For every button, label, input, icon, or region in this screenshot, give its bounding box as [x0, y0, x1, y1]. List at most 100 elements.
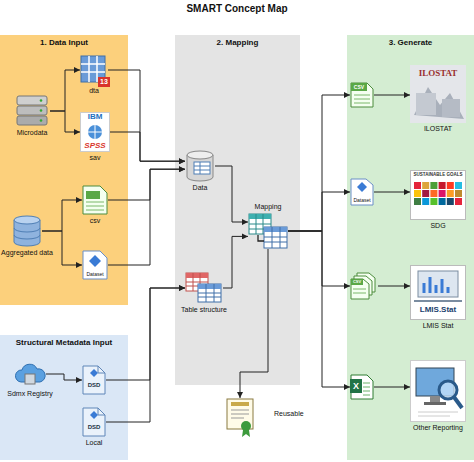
node-caption: Sdmx Registry — [0, 390, 80, 398]
node-caption: Reusable — [274, 410, 304, 418]
icon-shape — [351, 375, 373, 399]
icon-shape — [40, 109, 43, 112]
connector-arrow — [50, 70, 80, 111]
icon-shape — [83, 186, 107, 214]
icon-shape — [411, 266, 466, 320]
icon-shape — [439, 381, 457, 399]
group-band: 1. Data InputMicrodata13dtaIBMSPSSsavcsv… — [0, 35, 128, 305]
icon-shape — [351, 83, 367, 91]
icon-shape — [231, 402, 249, 406]
icon-shape — [83, 366, 105, 394]
icon-shape — [40, 99, 43, 102]
node-caption: dta — [46, 87, 142, 95]
icon-shape — [350, 379, 362, 393]
icon-shape — [90, 369, 98, 377]
icon-drawing — [410, 170, 466, 220]
connector-arrow — [108, 70, 185, 161]
file-icon: Dataset — [82, 250, 108, 280]
icon-shape — [411, 171, 466, 220]
icon-shape — [98, 408, 105, 415]
icon-shape — [90, 411, 98, 419]
icon-drawing — [82, 365, 106, 395]
icon-shape — [430, 396, 440, 402]
node-caption: sav — [46, 154, 144, 162]
icon-shape — [14, 216, 40, 224]
icon-shape — [439, 198, 446, 205]
certificate-icon: Reusable — [226, 398, 254, 438]
icon-shape — [88, 125, 102, 139]
icon-shape — [89, 255, 101, 267]
icon-label: DSD — [82, 424, 106, 431]
database-icon: Aggregated data — [12, 215, 42, 247]
icon-label: CSV — [351, 83, 367, 91]
icon-shape — [264, 227, 287, 232]
icon-shape — [422, 182, 429, 189]
node-caption: ILOSTAT — [376, 125, 474, 133]
icon-shape — [231, 410, 249, 418]
icon-drawing — [410, 360, 466, 422]
icon-shape — [14, 228, 40, 239]
connector-arrow — [374, 95, 410, 96]
icon-shape — [357, 182, 367, 192]
icon-shape — [83, 408, 105, 436]
connector-arrow — [42, 231, 82, 265]
group-band: 2. MappingDataMappingTable structure — [175, 35, 300, 385]
icon-shape — [40, 119, 43, 122]
icon-shape — [354, 95, 370, 103]
connector-arrow — [46, 374, 82, 380]
icon-shape — [25, 374, 35, 384]
node-caption: Mapping — [218, 203, 318, 211]
icon-shape — [455, 182, 462, 189]
logo-text: IBM — [80, 113, 110, 122]
connector-arrow — [374, 387, 410, 388]
report-image: Other Reporting — [410, 360, 466, 422]
icon-shape — [17, 116, 47, 125]
icon-shape — [81, 113, 110, 152]
file-icon: DSDLocal — [82, 407, 106, 437]
node-caption: Other Reporting — [376, 424, 474, 432]
icon-shape — [17, 96, 47, 105]
icon-shape — [439, 182, 446, 189]
connector-arrow — [50, 111, 80, 132]
icon-shape — [194, 162, 210, 174]
connector-arrow — [223, 236, 248, 288]
icon-shape — [442, 99, 460, 117]
group-band: Structural Metadata InputSdmx RegistryDS… — [0, 335, 128, 460]
logo-text: SPSS — [80, 142, 110, 151]
icon-drawing — [226, 398, 254, 438]
server-icon: Microdata — [14, 95, 50, 127]
portal-image: ILOSTATILOSTAT — [410, 65, 466, 123]
connector-arrow — [288, 231, 350, 286]
icon-label: Dataset — [345, 198, 379, 204]
icon-label: Dataset — [78, 272, 112, 278]
node-caption: Microdata — [0, 129, 84, 137]
icon-shape — [447, 190, 454, 197]
icon-shape — [17, 106, 47, 115]
icon-shape — [422, 190, 429, 197]
group-band: 3. GenerateCSVILOSTATILOSTATDatasetSUSTA… — [347, 35, 474, 460]
icon-shape — [264, 227, 287, 248]
node-caption: csv — [48, 217, 142, 225]
node-caption: LMIS Stat — [376, 322, 474, 330]
file-icon: Dataset — [350, 178, 374, 206]
connector-arrow — [108, 169, 185, 265]
band-title: 3. Generate — [347, 39, 474, 48]
icon-shape — [455, 198, 462, 205]
node-caption: Data — [151, 184, 249, 192]
band-title: 1. Data Input — [0, 39, 128, 48]
icon-drawing — [82, 407, 106, 437]
band-title: 2. Mapping — [175, 39, 300, 48]
image-text: ILOSTAT — [410, 69, 466, 79]
icon-shape — [418, 412, 458, 416]
icon-shape — [439, 190, 446, 197]
icon-drawing — [185, 272, 223, 304]
icon-shape — [351, 279, 369, 299]
icon-shape — [198, 284, 221, 289]
connector-arrow — [215, 166, 248, 222]
node-caption: SDG — [376, 222, 474, 230]
icon-shape — [258, 235, 264, 241]
icon-shape — [416, 93, 436, 115]
connector-arrow — [42, 200, 82, 231]
icon-shape — [414, 198, 421, 205]
icon-shape — [447, 182, 454, 189]
